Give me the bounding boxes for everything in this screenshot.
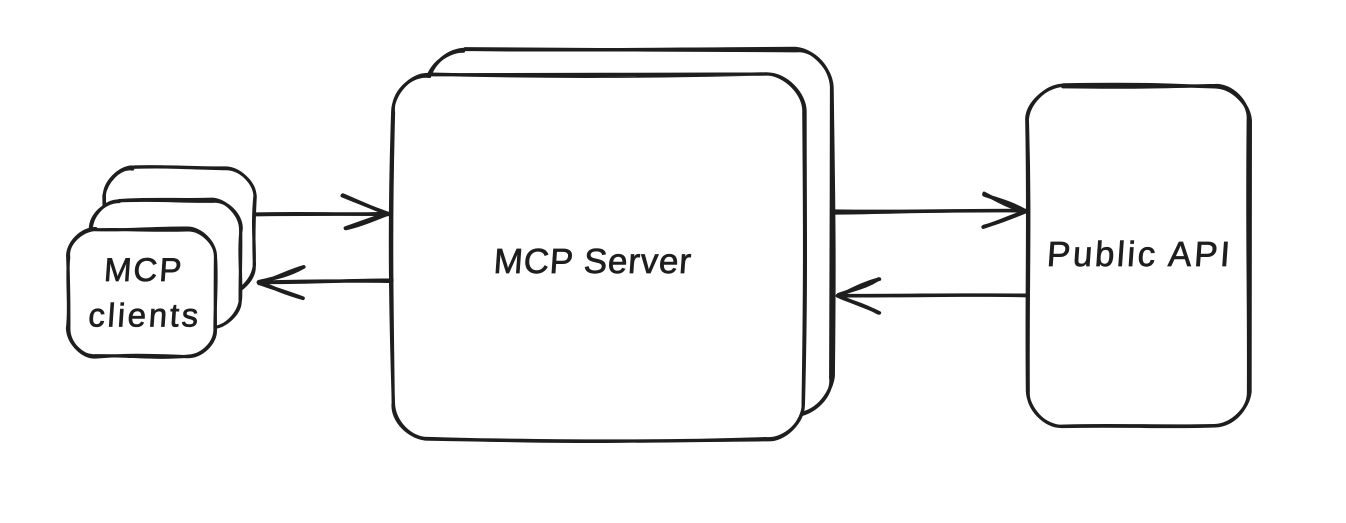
- svg-text:Public API: Public API: [1046, 235, 1234, 274]
- svg-text:clients: clients: [87, 298, 202, 335]
- svg-text:MCP: MCP: [103, 252, 185, 289]
- svg-text:MCP Server: MCP Server: [492, 242, 693, 281]
